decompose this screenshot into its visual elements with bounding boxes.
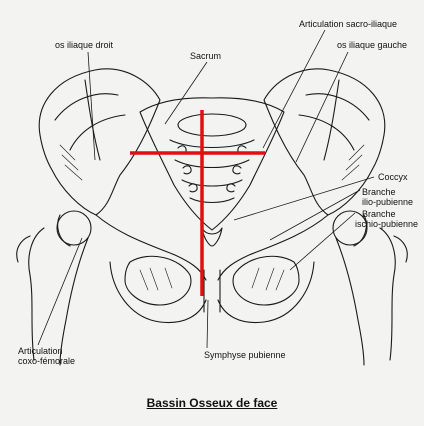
leader-ischio-pubienne	[290, 213, 355, 270]
leader-ilio-pubienne	[270, 190, 360, 240]
femur-right	[29, 228, 88, 365]
pubic-symphysis	[204, 270, 220, 312]
label-os-iliaque-droit: os iliaque droit	[55, 40, 113, 50]
obturator-foramen-left	[233, 256, 299, 305]
label-branche-ischio-pubienne-2: ischio-pubienne	[355, 219, 418, 229]
label-articulation-coxo-femorale-2: coxo-fémorale	[18, 356, 75, 366]
label-symphyse-pubienne: Symphyse pubienne	[204, 350, 286, 360]
leader-coccyx	[234, 177, 374, 220]
label-coccyx: Coccyx	[378, 172, 408, 182]
label-branche-ischio-pubienne-1: Branche	[362, 209, 396, 219]
leader-coxo-femorale	[38, 238, 82, 345]
label-articulation-sacro-iliaque: Articulation sacro-iliaque	[299, 19, 397, 29]
femur-left	[336, 228, 395, 365]
coccyx	[202, 228, 222, 246]
diagram-title: Bassin Osseux de face	[0, 396, 424, 410]
leader-symphyse	[207, 300, 208, 348]
label-branche-ilio-pubienne-2: ilio-pubienne	[362, 197, 413, 207]
obturator-foramen-right	[125, 256, 191, 305]
label-os-iliaque-gauche: os iliaque gauche	[337, 40, 407, 50]
right-iliac-wing	[39, 69, 160, 215]
label-sacrum: Sacrum	[190, 51, 221, 61]
label-articulation-coxo-femorale-1: Articulation	[18, 346, 63, 356]
label-branche-ilio-pubienne-1: Branche	[362, 187, 396, 197]
sacrum	[140, 98, 284, 230]
